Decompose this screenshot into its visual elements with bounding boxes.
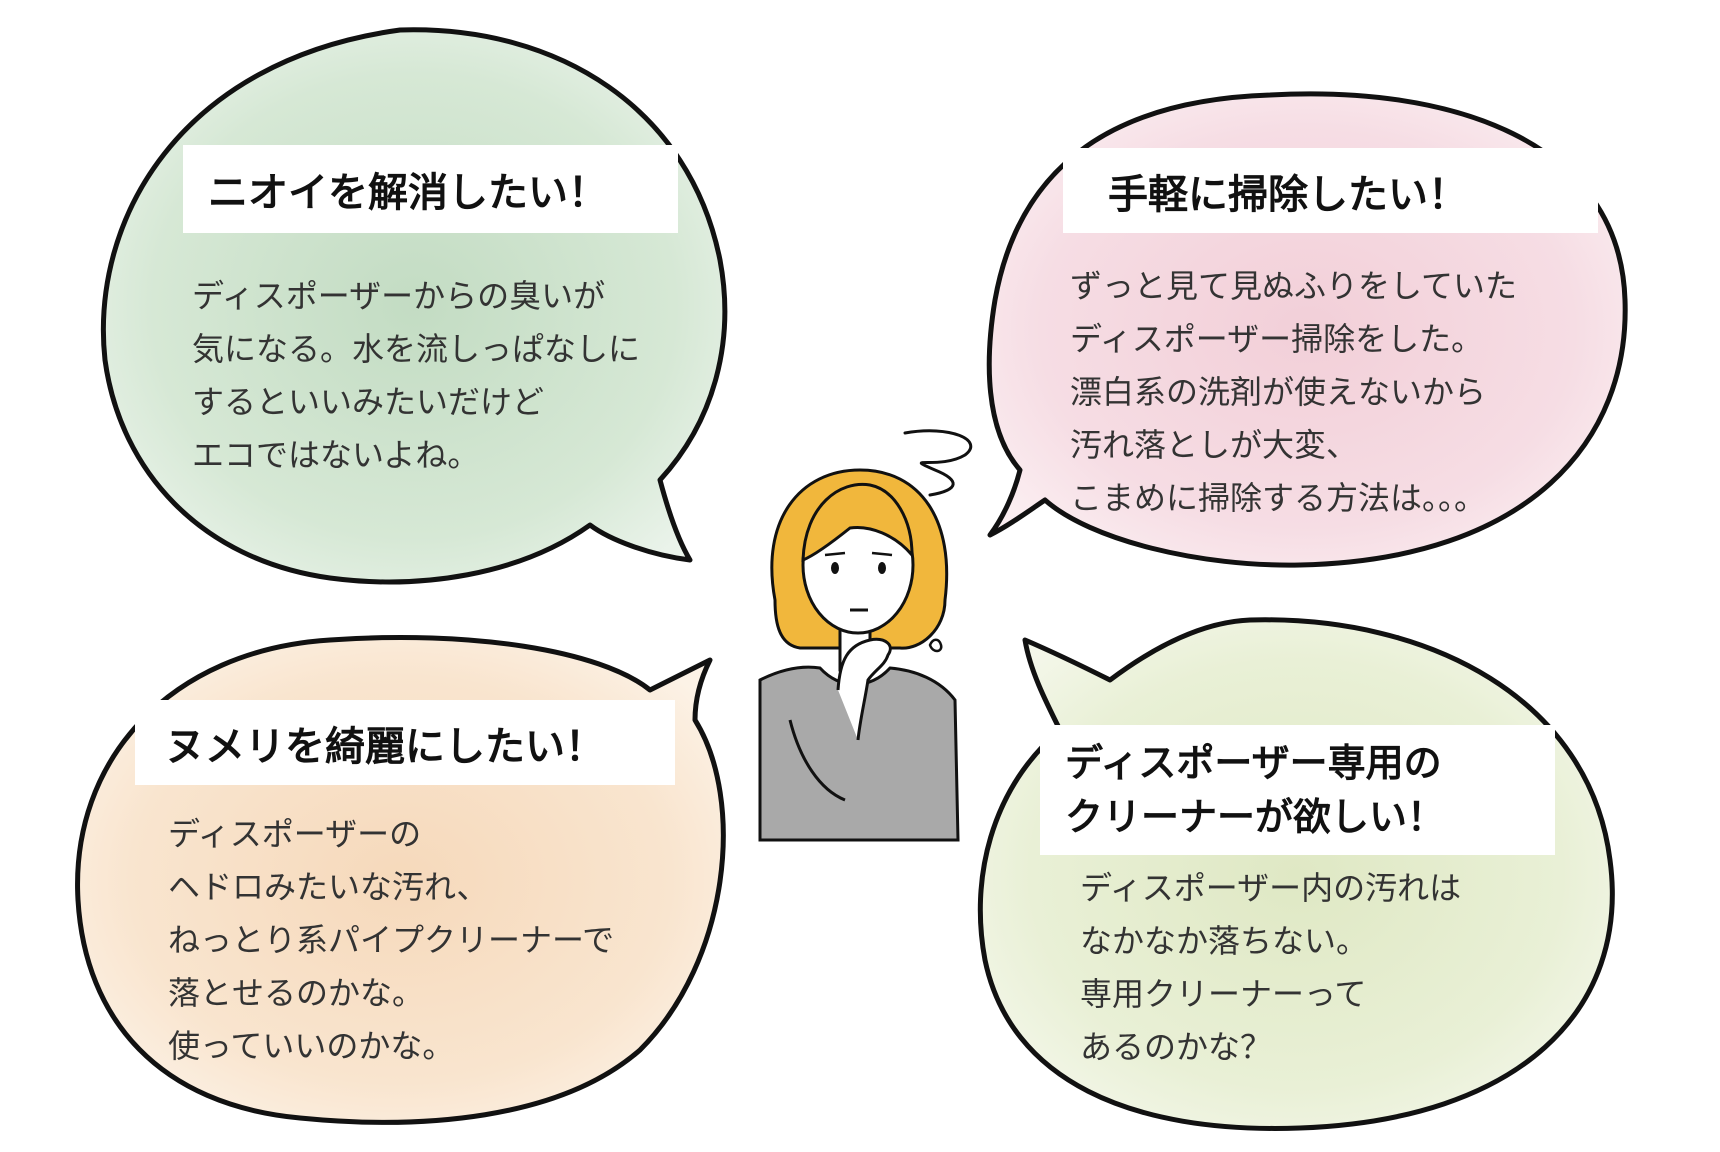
odor-body-line-4: エコではないよね。 (192, 436, 480, 474)
cleaner-body-line-3: 専用クリーナーって (1080, 975, 1367, 1013)
odor-title-line: ニオイを解消したい！ (208, 170, 608, 216)
odor-body-line-3: するといいみたいだけど (192, 383, 545, 421)
slime-title-line: ヌメリを綺麗にしたい！ (165, 723, 605, 770)
odor-body-line-1: ディスポーザーからの臭いが (192, 277, 606, 315)
slime-body-line-3: ねっとり系パイプクリーナーで (168, 921, 615, 959)
cleaner-body-line-2: なかなか落ちない。 (1080, 922, 1369, 960)
thought-squiggle-icon (903, 429, 973, 497)
slime-body-line-4: 落とせるのかな。 (168, 974, 425, 1012)
slime-body: ディスポーザーの ヘドロみたいな汚れ、 ねっとり系パイプクリーナーで 落とせるの… (168, 808, 614, 1073)
odor-title: ニオイを解消したい！ (183, 145, 678, 233)
easy-clean-title-line: 手軽に掃除したい！ (1108, 171, 1468, 218)
cleaner-body-line-1: ディスポーザー内の汚れは (1080, 869, 1462, 907)
cleaner-title-line-2: クリーナーが欲しい！ (1065, 795, 1446, 839)
cleaner-body-line-4: あるのかな？ (1080, 1028, 1273, 1066)
odor-body-line-2: 気になる。水を流しっぱなしに (192, 330, 641, 368)
easy-clean-body-line-2: ディスポーザー掃除をした。 (1070, 320, 1484, 358)
slime-title: ヌメリを綺麗にしたい！ (135, 700, 675, 785)
slime-body-line-2: ヘドロみたいな汚れ、 (168, 868, 489, 906)
thinking-woman-icon (758, 429, 973, 842)
easy-clean-body-line-4: 汚れ落としが大変、 (1070, 426, 1359, 464)
odor-body: ディスポーザーからの臭いが 気になる。水を流しっぱなしに するといいみたいだけど… (192, 270, 640, 482)
easy-clean-title: 手軽に掃除したい！ (1063, 148, 1598, 233)
cleaner-body: ディスポーザー内の汚れは なかなか落ちない。 専用クリーナーって あるのかな？ (1080, 862, 1461, 1074)
cleaner-title: ディスポーザー専用の クリーナーが欲しい！ (1040, 725, 1555, 855)
easy-clean-body-line-3: 漂白系の洗剤が使えないから (1070, 373, 1487, 411)
easy-clean-body-line-5: こまめに掃除する方法は。。。 (1070, 479, 1487, 517)
slime-body-line-5: 使っていいのかな。 (168, 1027, 455, 1065)
easy-clean-body: ずっと見て見ぬふりをしていた ディスポーザー掃除をした。 漂白系の洗剤が使えない… (1070, 260, 1517, 525)
easy-clean-body-line-1: ずっと見て見ぬふりをしていた (1070, 267, 1518, 305)
cleaner-title-line-1: ディスポーザー専用の (1065, 741, 1442, 785)
slime-body-line-1: ディスポーザーの (168, 815, 422, 853)
